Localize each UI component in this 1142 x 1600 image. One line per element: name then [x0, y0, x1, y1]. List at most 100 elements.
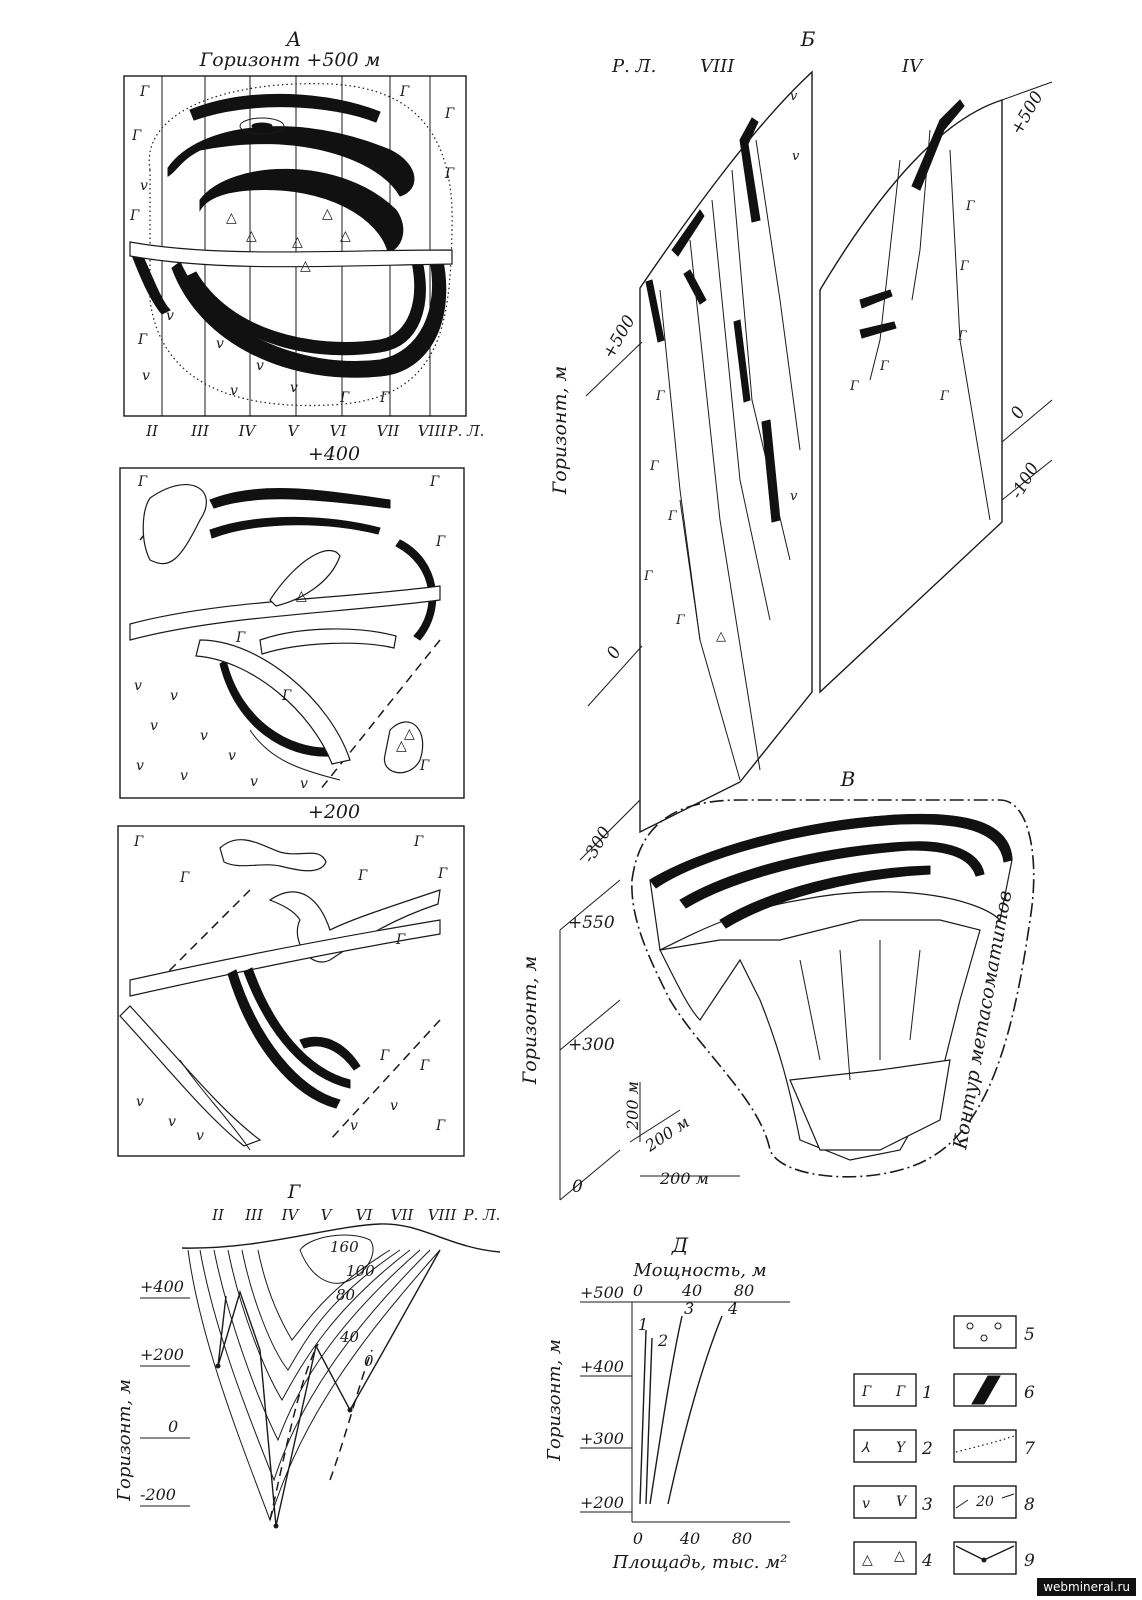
svg-text:△: △	[894, 1548, 905, 1564]
svg-text:△: △	[716, 629, 726, 644]
extrapolated-isoline	[269, 1343, 319, 1521]
curve-label: 2	[657, 1331, 668, 1350]
tick: 0	[633, 1281, 643, 1300]
boundary-point	[347, 1407, 353, 1413]
tick: +200	[580, 1493, 624, 1512]
svg-text:Г: Г	[879, 359, 889, 374]
svg-text:Г: Г	[965, 199, 975, 214]
svg-text:△: △	[862, 1552, 873, 1568]
plan-200-frame	[117, 825, 465, 1157]
fault-line	[149, 889, 251, 991]
legend-number: 6	[1024, 1383, 1035, 1403]
profile-label: Р. Л.	[463, 1206, 501, 1224]
tick: +300	[580, 1429, 624, 1448]
ore-band	[209, 516, 381, 539]
svg-text:v: v	[168, 1114, 176, 1130]
profile-label: III	[190, 422, 210, 440]
profile-label: VII	[391, 1206, 415, 1224]
y-ticks	[580, 1301, 632, 1513]
curve-3	[649, 1315, 683, 1505]
panel-g-profile-labels: II III IV V VI VII VIII Р. Л.	[211, 1206, 500, 1224]
panel-d: Д Мощность, м 0 40 80 +500 +400 +300 +20…	[544, 1233, 790, 1573]
svg-text:v: v	[166, 308, 174, 324]
curve-label: 3	[684, 1299, 694, 1318]
svg-text:△: △	[292, 234, 303, 250]
y-tick-labels: +500 +400 +300 +200	[580, 1283, 624, 1512]
svg-text:v: v	[134, 678, 142, 694]
svg-text:v: v	[792, 149, 800, 164]
level-label: +200	[140, 1345, 184, 1364]
circles-symbol-icon	[953, 1315, 1017, 1349]
panel-b-viii: VIII	[700, 56, 735, 77]
level-400-label: +400	[308, 443, 360, 465]
legend-number: 5	[1024, 1325, 1035, 1345]
svg-text:⅄: ⅄	[861, 1440, 871, 1456]
plan-500-frame	[123, 75, 467, 417]
triangle-symbol-icon	[853, 1541, 917, 1575]
panel-a-title: Горизонт +500 м	[199, 49, 381, 71]
svg-text:Г: Г	[435, 534, 446, 550]
svg-text:Г: Г	[133, 834, 144, 850]
dyke-band	[129, 585, 441, 641]
ore-lens	[239, 117, 285, 135]
svg-text:v: v	[216, 336, 224, 352]
isoline-label: 160	[330, 1238, 359, 1256]
tick: 40	[679, 1529, 700, 1548]
curve-labels: 1 2 3 4	[638, 1299, 738, 1350]
alteration-zone	[119, 1005, 262, 1147]
contour-line	[179, 1059, 251, 1151]
symbol-y-icon	[853, 1429, 917, 1463]
alteration-zone	[219, 839, 327, 872]
svg-text:Г: Г	[419, 758, 430, 774]
ore-band	[243, 967, 351, 1089]
svg-text:Г: Г	[399, 84, 410, 100]
legend-number: 3	[922, 1495, 933, 1515]
ore-band	[189, 93, 381, 123]
panel-b-rl: Р. Л.	[611, 56, 656, 77]
svg-text:Г: Г	[643, 569, 653, 584]
fracture-lines-iv	[869, 129, 991, 521]
svg-text:Г: Г	[137, 474, 148, 490]
contour-line	[249, 729, 341, 781]
svg-text:△: △	[226, 210, 237, 226]
alteration-zone	[195, 639, 351, 765]
isoline-label: 40	[339, 1328, 360, 1346]
panel-b-right-level: -100	[1007, 459, 1044, 502]
svg-text:Г: Г	[139, 84, 150, 100]
curve-2	[645, 1337, 653, 1505]
ore-band	[299, 1036, 361, 1071]
ore-veins-iv	[859, 99, 965, 339]
svg-text:Г: Г	[655, 389, 665, 404]
panel-g-level-ticks	[140, 1297, 190, 1507]
svg-text:Г: Г	[444, 106, 455, 122]
bottom-ticks: 0 40 80	[633, 1529, 752, 1548]
svg-text:Г: Г	[649, 459, 659, 474]
panel-b-letter: Б	[800, 27, 816, 51]
svg-text:Г: Г	[179, 870, 190, 886]
tick: 80	[734, 1281, 754, 1300]
svg-text:Г: Г	[379, 390, 390, 406]
ore-band	[395, 539, 437, 641]
legend-number: 9	[1024, 1551, 1035, 1571]
profile-label: VIII	[428, 1206, 458, 1224]
dyke-band	[129, 919, 441, 997]
panel-b-level: 0	[603, 643, 626, 663]
panel-v: В Горизонт, м +550 +300 0 200 м 200 м 20…	[519, 767, 1035, 1201]
profile-label: II	[211, 1206, 225, 1224]
svg-text:v: v	[250, 774, 258, 790]
alteration-zone	[142, 484, 207, 565]
panel-g-letter: Г	[287, 1181, 302, 1203]
plan-400-frame	[119, 467, 465, 799]
svg-text:v: v	[390, 1098, 398, 1114]
scale-vertical: 200 м	[623, 1081, 642, 1131]
level-label: -200	[140, 1485, 176, 1504]
svg-text:v: v	[230, 383, 238, 399]
tick: 80	[732, 1529, 752, 1548]
svg-text:△: △	[322, 206, 333, 222]
alteration-zone	[269, 550, 341, 607]
panel-b-ylabel: Горизонт, м	[549, 366, 571, 496]
